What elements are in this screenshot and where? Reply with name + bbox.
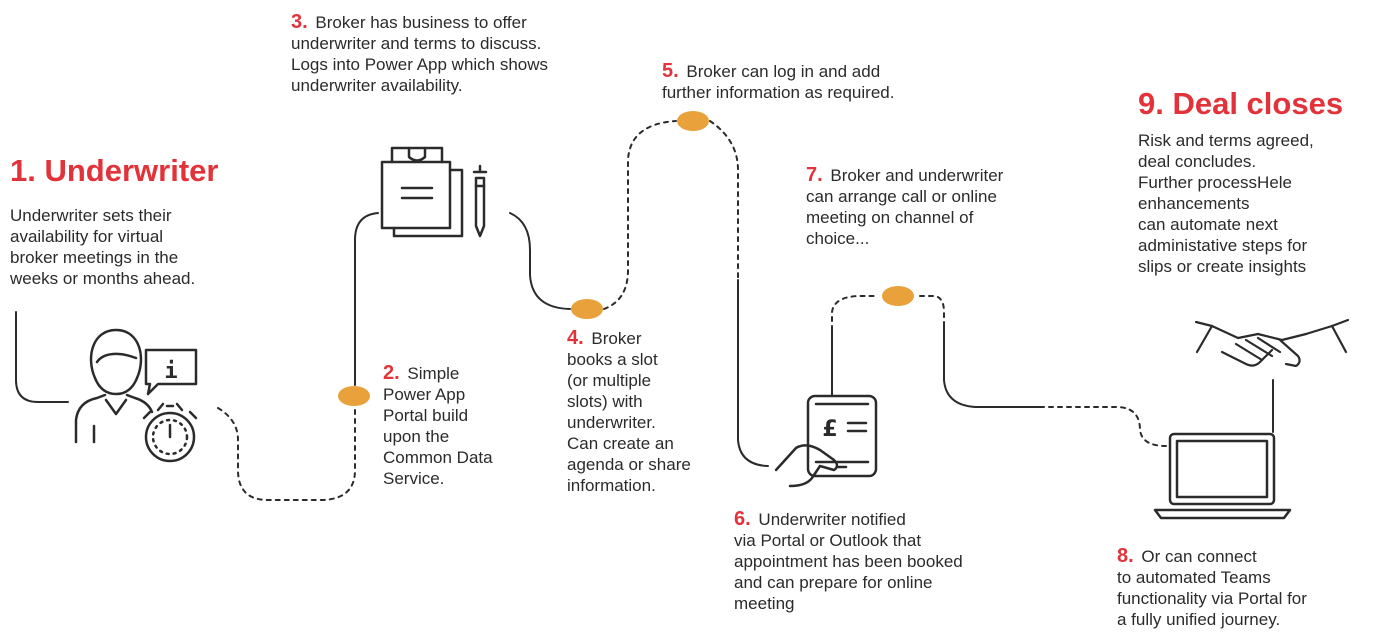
step-8-number: 8. — [1117, 545, 1134, 567]
step-9-title: 9. Deal closes — [1138, 86, 1344, 121]
step-2-text: 2. Simple Power App Portal build upon th… — [383, 363, 493, 489]
step-3-text: 3. Broker has business to offer underwri… — [291, 12, 548, 96]
laptop-icon — [1153, 432, 1292, 520]
step-8-body: Or can connect to automated Teams functi… — [1117, 547, 1307, 629]
step-4-body: Broker books a slot (or multiple slots) … — [567, 329, 691, 495]
step-6-text: 6. Underwriter notified via Portal or Ou… — [734, 509, 963, 614]
step-8-text: 8. Or can connect to automated Teams fun… — [1117, 546, 1307, 630]
step-7-number: 7. — [806, 164, 823, 186]
step-3-number: 3. — [291, 11, 308, 33]
step-6-body: Underwriter notified via Portal or Outlo… — [734, 510, 963, 613]
node-5 — [677, 111, 709, 131]
step-5-body: Broker can log in and add further inform… — [662, 62, 895, 102]
step-6-number: 6. — [734, 508, 751, 530]
path-segment-3 — [354, 212, 379, 386]
step-5-text: 5. Broker can log in and add further inf… — [662, 61, 894, 103]
tablet-pound-icon — [774, 394, 878, 488]
step-2-body: Simple Power App Portal build upon the C… — [383, 364, 493, 488]
path-segment-8b — [943, 321, 1041, 408]
step-1-title: 1. Underwriter — [10, 153, 219, 188]
path-segment-8c — [1039, 406, 1167, 447]
path-segment-1 — [15, 311, 69, 403]
step-2-number: 2. — [383, 362, 400, 384]
handshake-icon — [1194, 318, 1350, 368]
node-7 — [882, 286, 914, 306]
node-4 — [571, 299, 603, 319]
pound-icon: £ — [822, 417, 837, 442]
person-info-clock-icon — [74, 328, 198, 463]
step-4-text: 4. Broker books a slot (or multiple slot… — [567, 328, 691, 496]
step-4-number: 4. — [567, 327, 584, 349]
step-7-body: Broker and underwriter can arrange call … — [806, 166, 1004, 248]
path-segment-2 — [217, 404, 356, 501]
path-segment-5 — [603, 120, 677, 310]
path-segment-8a — [919, 295, 945, 323]
path-segment-7b — [831, 295, 877, 331]
path-segment-6b — [737, 279, 769, 467]
step-3-body: Broker has business to offer underwriter… — [291, 13, 549, 95]
milestone-nodes — [338, 111, 914, 406]
clipboard-pen-icon — [380, 146, 488, 238]
info-icon: i — [164, 359, 177, 384]
step-7-text: 7. Broker and underwriter can arrange ca… — [806, 165, 1003, 249]
step-1-text: Underwriter sets their availability for … — [10, 206, 196, 288]
node-2 — [338, 386, 370, 406]
path-segment-4 — [509, 212, 571, 310]
path-segment-6a — [709, 120, 739, 281]
step-5-number: 5. — [662, 60, 679, 82]
step-9-text: Risk and terms agreed, deal concludes. F… — [1138, 131, 1314, 276]
